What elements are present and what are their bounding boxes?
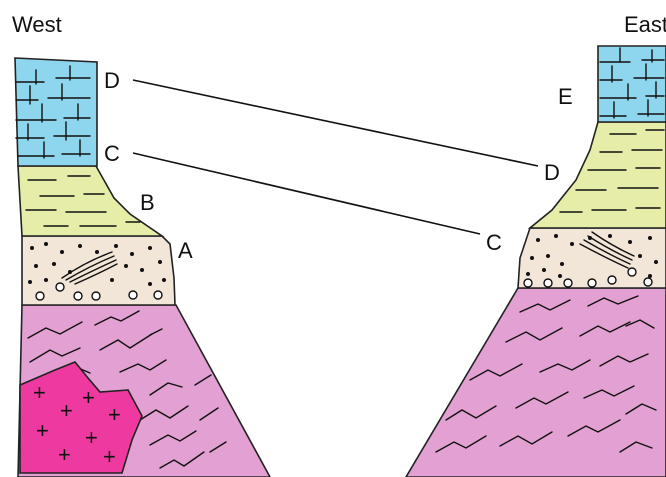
east-outcrop — [406, 46, 666, 477]
correlation-line-d — [133, 80, 538, 166]
west-label-c: C — [104, 141, 120, 166]
west-label-b: B — [140, 190, 155, 215]
east-label-e: E — [558, 84, 573, 109]
east-label-c: C — [486, 230, 502, 255]
plus-symbol: + — [85, 425, 98, 450]
west-limestone-layer — [15, 58, 97, 166]
west-label-a: A — [178, 238, 193, 263]
plus-symbol: + — [108, 402, 121, 427]
plus-symbol: + — [36, 418, 49, 443]
plus-symbol: + — [103, 444, 116, 469]
west-header: West — [12, 12, 62, 37]
east-header: East — [624, 12, 666, 37]
correlation-line-c — [133, 153, 480, 234]
east-label-d: D — [544, 160, 560, 185]
west-label-d: D — [104, 68, 120, 93]
plus-symbol: + — [33, 380, 46, 405]
plus-symbol: + — [58, 442, 71, 467]
plus-symbol: + — [60, 398, 73, 423]
plus-symbol: + — [82, 385, 95, 410]
west-outcrop: + + + + + + + + — [15, 58, 270, 477]
correlation-lines — [133, 80, 538, 234]
east-metamorphic-layer — [406, 288, 666, 477]
